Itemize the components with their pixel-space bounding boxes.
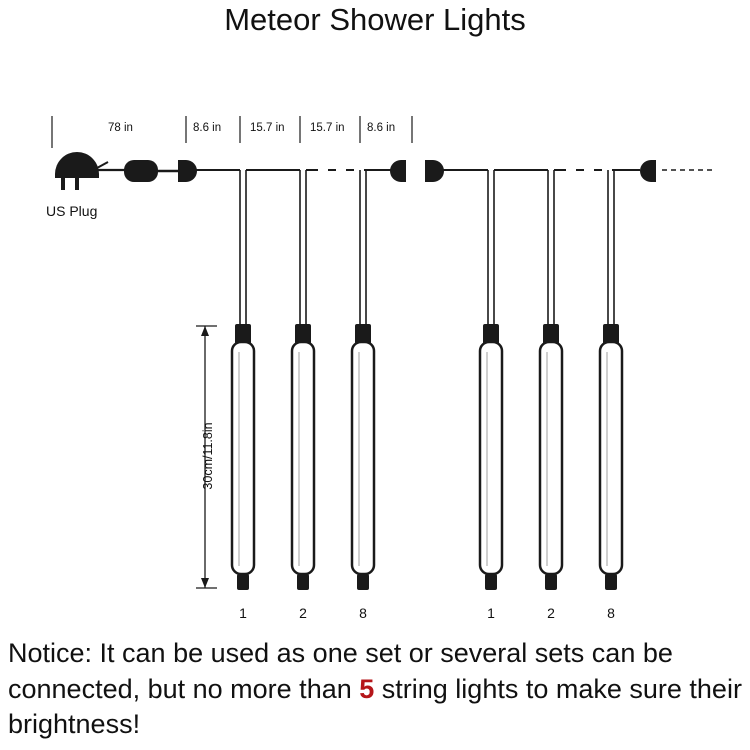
tube-number: 1 <box>239 605 247 621</box>
tube-number: 1 <box>487 605 495 621</box>
first-spacing: 8.6 in <box>193 122 221 134</box>
page-title: Meteor Shower Lights <box>224 2 526 37</box>
light-set-1: 1 2 8 <box>230 170 376 621</box>
female-connector-end <box>640 160 656 182</box>
us-plug-icon <box>55 152 126 190</box>
notice-highlight-count: 5 <box>359 673 375 704</box>
tube-layer: 1 2 8 1 2 8 <box>230 170 624 621</box>
meteor-tube <box>538 170 564 590</box>
last-spacing: 8.6 in <box>367 122 395 134</box>
spacing-a: 15.7 in <box>250 122 285 134</box>
lead-length: 78 in <box>108 122 133 134</box>
meteor-tube <box>478 170 504 590</box>
spacing-b: 15.7 in <box>310 122 345 134</box>
tube-number: 2 <box>547 605 555 621</box>
tube-number: 2 <box>299 605 307 621</box>
meteor-tube <box>290 170 316 590</box>
meteor-tube <box>230 170 256 590</box>
notice-text: Notice: It can be used as one set or sev… <box>8 636 748 743</box>
plug-label: US Plug <box>46 203 97 219</box>
male-connector-mid <box>425 160 444 182</box>
notice-after: string lights to make sure their brightn… <box>8 673 742 740</box>
meteor-tube <box>350 170 376 590</box>
male-connector-left <box>178 160 197 182</box>
tube-length-label: 30cm/11.8in <box>201 422 215 489</box>
tube-number: 8 <box>607 605 615 621</box>
light-set-2: 1 2 8 <box>478 170 624 621</box>
tube-number: 8 <box>359 605 367 621</box>
notice-before: Notice: It can be used as one set or sev… <box>8 638 673 704</box>
power-adapter <box>124 160 158 182</box>
meteor-tube <box>598 170 624 590</box>
female-connector-mid <box>390 160 406 182</box>
